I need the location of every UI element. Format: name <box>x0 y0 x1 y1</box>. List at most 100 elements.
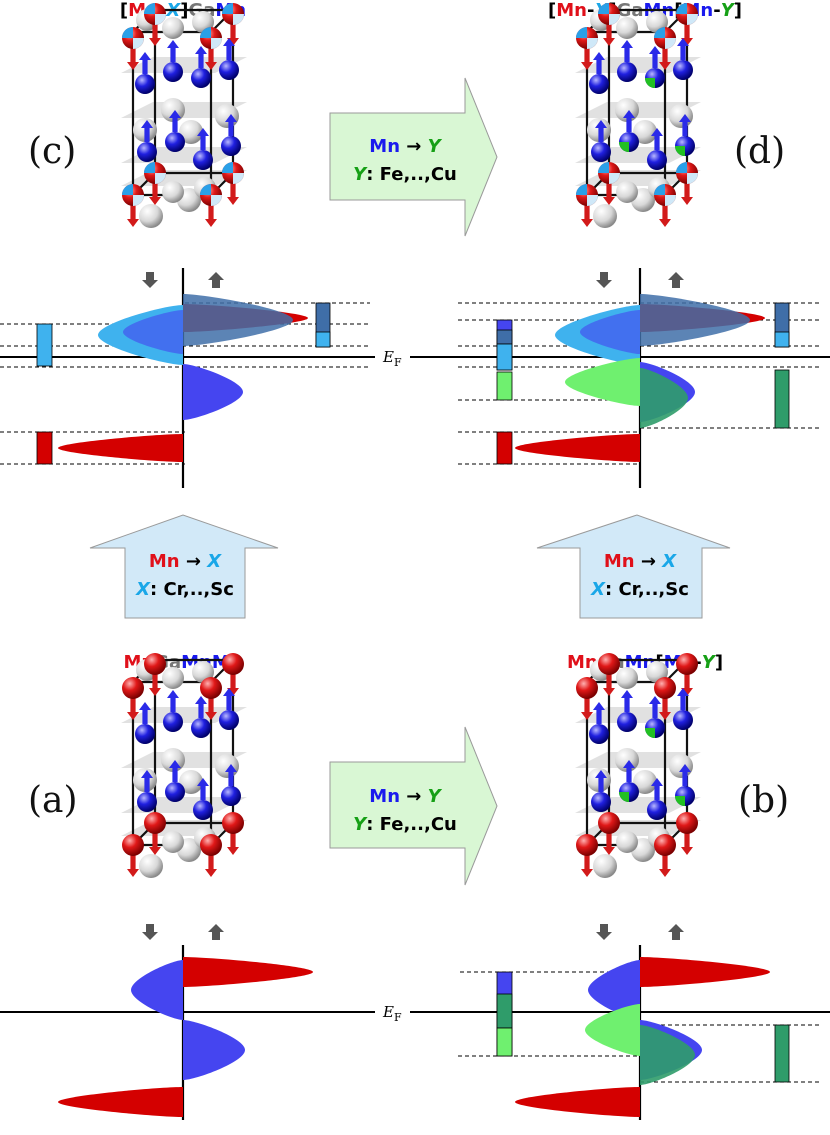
spin-arrow-head <box>649 696 661 704</box>
formula-segment: - <box>713 0 720 21</box>
spin-arrow-shaft <box>584 698 590 712</box>
x-site-fraction <box>133 38 144 49</box>
level-bar-green <box>496 371 513 401</box>
spin-arrow-head <box>197 128 209 136</box>
spin-arrow-head <box>595 770 607 778</box>
ga-atom <box>593 854 617 878</box>
x-site-fraction <box>665 38 676 49</box>
spin-arrow-shaft <box>682 772 688 786</box>
ga-atom <box>139 204 163 228</box>
spin-arrow-head <box>581 62 593 70</box>
mn-atom <box>163 712 183 732</box>
spin-arrow-shaft <box>198 54 204 68</box>
spin-arrow-shaft <box>144 778 150 792</box>
x-site-fraction <box>222 3 233 14</box>
formula-segment: ] <box>734 0 742 21</box>
x-site-fraction <box>233 173 244 184</box>
spin-arrow-shaft <box>130 205 136 219</box>
spin-arrow-shaft <box>662 205 668 219</box>
formula-segment: Cr <box>163 579 185 600</box>
spin-arrow-head <box>659 712 671 720</box>
formula-segment: Y <box>428 136 443 157</box>
x-site-fraction <box>676 162 687 173</box>
formula-segment: Fe <box>380 164 404 185</box>
x-site-fraction <box>144 162 155 173</box>
level-bar-red <box>496 431 513 465</box>
x-site-fraction <box>609 173 620 184</box>
x-site-fraction <box>200 184 211 195</box>
spin-arrow-shaft <box>172 118 178 132</box>
mn-atom <box>598 812 620 834</box>
mn-atom <box>191 68 211 88</box>
mn-atom <box>576 677 598 699</box>
spin-arrow-head <box>659 219 671 227</box>
formula-segment: - <box>587 0 594 21</box>
x-site-fraction <box>587 38 598 49</box>
formula-segment: Mn <box>567 652 598 673</box>
mn-atom <box>135 74 155 94</box>
spin-arrow-shaft <box>226 696 232 710</box>
dos-lobe-red <box>640 957 770 987</box>
spin-arrow-shaft <box>662 698 668 712</box>
mn-atom <box>144 812 166 834</box>
formula-segment: ,.., <box>403 164 430 185</box>
ga-atom <box>162 181 184 203</box>
spin-arrow-head <box>595 120 607 128</box>
mn-atom <box>137 142 157 162</box>
x-site-fraction <box>155 14 166 25</box>
spin-arrow-shaft <box>624 48 630 62</box>
dos-panel-c <box>0 268 375 488</box>
spin-arrow-head <box>167 40 179 48</box>
x-site-fraction <box>609 14 620 25</box>
ga-atom <box>616 667 638 689</box>
substitution-arrow-x-left: Mn → X X: Cr,..,Sc <box>89 514 279 619</box>
spin-arrow-head <box>593 702 605 710</box>
spin-arrow-shaft <box>170 48 176 62</box>
svg-text:X: Cr,..,Sc: X: Cr,..,Sc <box>135 579 234 600</box>
spin-arrow-shaft <box>626 768 632 782</box>
svg-text:Mn → Y: Mn → Y <box>369 786 442 807</box>
spin-arrow-shaft <box>152 674 158 688</box>
spin-arrow-shaft <box>684 183 690 197</box>
spin-arrow-shaft <box>684 833 690 847</box>
mn-atom <box>673 60 693 80</box>
dos-lobe-darkgreen <box>640 368 688 428</box>
y-site-fraction <box>645 78 655 88</box>
x-site-fraction <box>587 195 598 206</box>
formula-segment: Sc <box>665 579 689 600</box>
x-site-fraction <box>687 173 698 184</box>
spin-arrow-shaft <box>230 24 236 38</box>
mn-atom <box>617 62 637 82</box>
dos-lobe-green <box>585 1004 640 1056</box>
ga-atom <box>162 667 184 689</box>
formula-segment: Y <box>353 814 368 835</box>
dos-lobe-red <box>58 434 183 462</box>
mn-atom <box>654 677 676 699</box>
level-bar-darkgreen <box>774 1024 790 1083</box>
formula-segment: X <box>135 579 151 600</box>
formula-segment: X <box>206 551 222 572</box>
formula-segment: [ <box>120 0 128 21</box>
mn-atom <box>676 812 698 834</box>
spin-arrow-head <box>149 847 161 855</box>
mn-atom <box>165 132 185 152</box>
mn-atom <box>221 786 241 806</box>
spin-arrow-shaft <box>130 48 136 62</box>
spin-arrow-head <box>223 688 235 696</box>
mn-atom <box>163 62 183 82</box>
dos-lobe-red <box>515 434 640 462</box>
spin-arrow-shaft <box>606 183 612 197</box>
y-site-fraction <box>619 792 629 802</box>
x-site-fraction <box>144 3 155 14</box>
level-bar-darkgreen <box>496 993 513 1029</box>
ga-atom <box>162 17 184 39</box>
atomic-plane <box>575 707 701 723</box>
panel-letter-c: (c) <box>28 131 76 172</box>
spin-arrow-head <box>141 120 153 128</box>
y-site-fraction <box>675 796 685 806</box>
dos-lobe-red <box>183 957 313 987</box>
spin-arrow-head <box>603 38 615 46</box>
spin-arrow-shaft <box>606 674 612 688</box>
spin-arrow-head <box>141 770 153 778</box>
